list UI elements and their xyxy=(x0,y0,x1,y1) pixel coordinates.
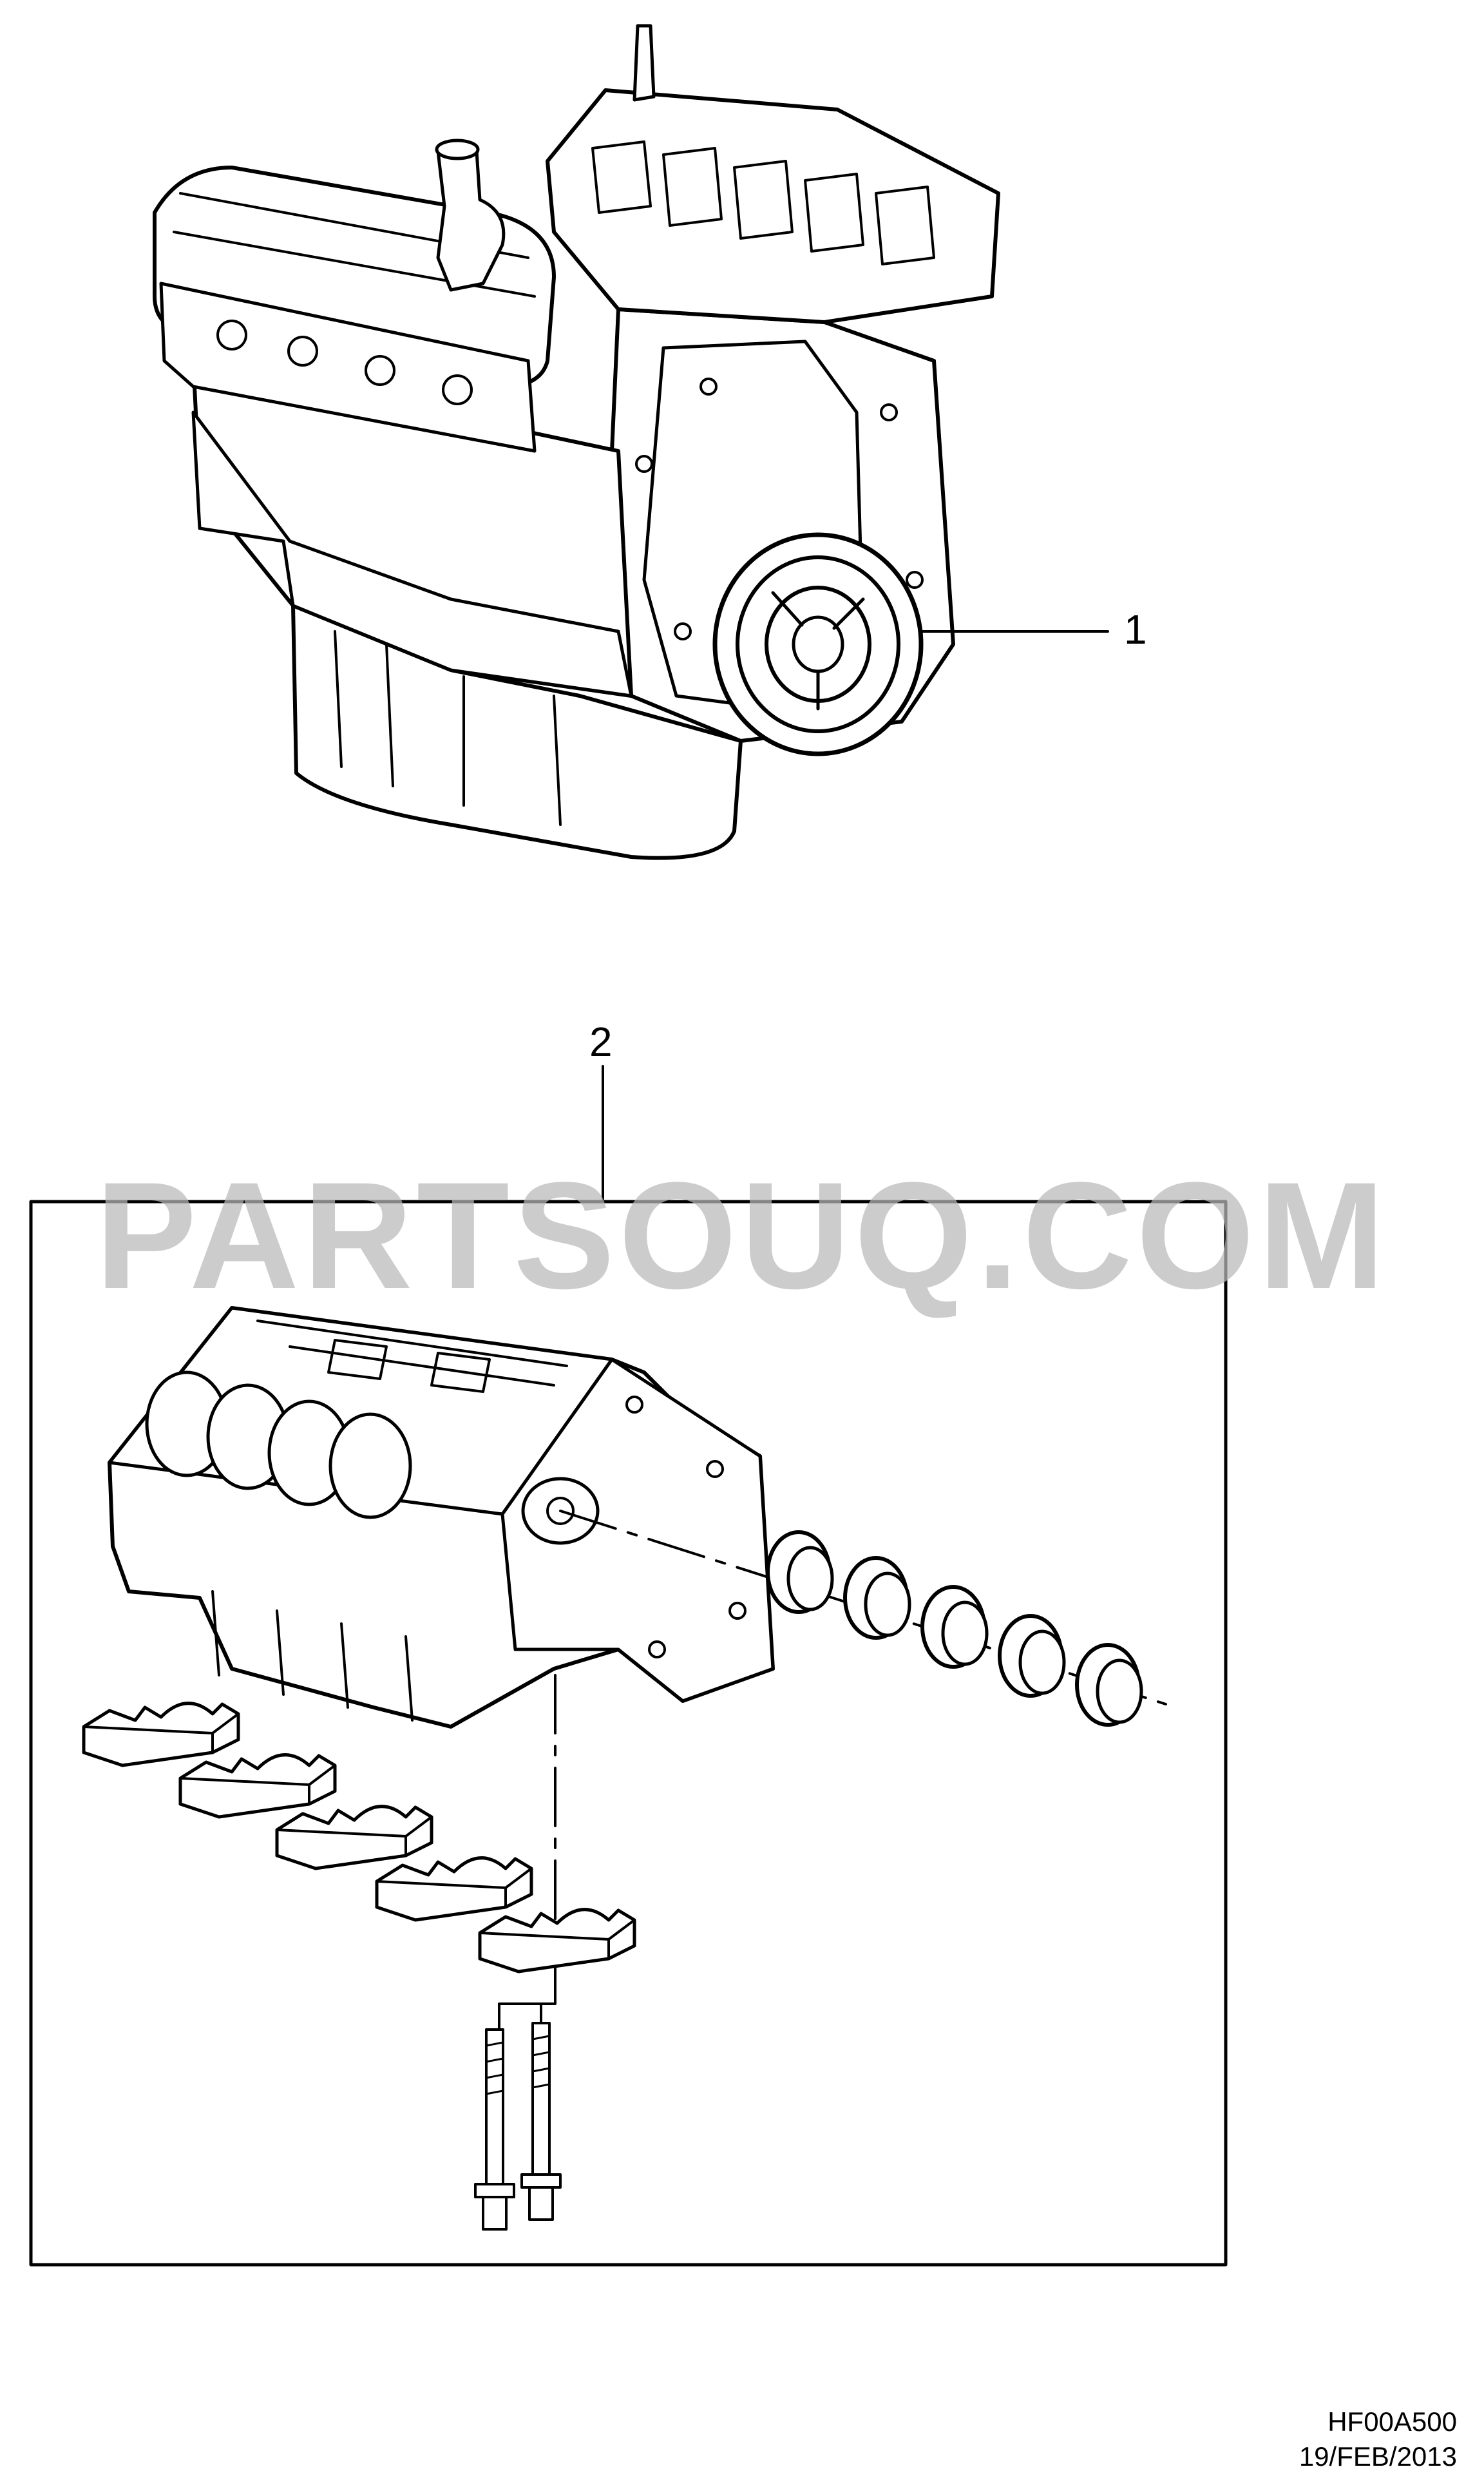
bolt-leader xyxy=(498,1986,556,2031)
callout-number-2[interactable]: 2 xyxy=(589,1019,613,1065)
main-bearing-cap[interactable] xyxy=(275,1805,433,1870)
cam-bearing[interactable] xyxy=(920,1585,989,1669)
cam-bearing[interactable] xyxy=(766,1530,834,1614)
main-bearing-cap[interactable] xyxy=(478,1908,636,1973)
main-bearing-caps[interactable] xyxy=(82,1702,636,1973)
main-bearing-cap[interactable] xyxy=(375,1856,533,1922)
cap-bolts[interactable] xyxy=(474,2022,562,2231)
cylinder-block-illustration[interactable] xyxy=(108,1306,775,1729)
callout-number-1[interactable]: 1 xyxy=(1124,606,1147,653)
cam-bearing[interactable] xyxy=(1075,1643,1143,1727)
kit-frame xyxy=(29,1200,1228,2267)
engine-assembly-illustration[interactable] xyxy=(153,24,1000,860)
cam-bearing[interactable] xyxy=(998,1614,1066,1698)
cap-bolt[interactable] xyxy=(474,2028,515,2231)
camshaft-bearings[interactable] xyxy=(766,1530,1143,1727)
diagram-code: HF00A500 xyxy=(1327,2406,1457,2437)
cam-bearing[interactable] xyxy=(843,1556,911,1640)
main-bearing-cap[interactable] xyxy=(178,1753,337,1819)
cap-bolt[interactable] xyxy=(520,2022,562,2221)
diagram-date: 19/FEB/2013 xyxy=(1298,2441,1457,2472)
main-bearing-cap[interactable] xyxy=(82,1702,240,1767)
